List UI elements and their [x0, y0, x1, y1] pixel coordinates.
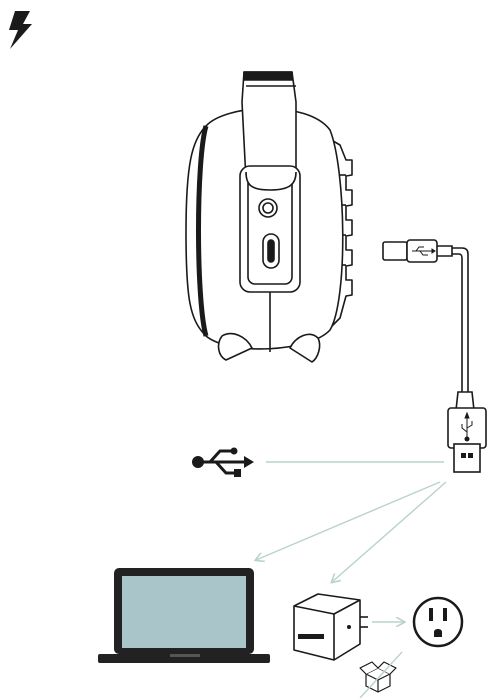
arrow-plug-to-adapter	[332, 481, 447, 582]
speaker-device	[185, 71, 353, 363]
connection-arrows	[256, 461, 447, 622]
speaker-foot-right	[289, 333, 321, 363]
aux-jack	[258, 198, 278, 218]
speaker-foot-left	[217, 332, 253, 361]
wall-outlet-icon	[412, 596, 464, 648]
plug-usb-glyph	[461, 411, 473, 442]
laptop-icon	[98, 568, 270, 663]
cable-usb-glyph	[412, 246, 436, 256]
usb-symbol-icon	[192, 447, 254, 477]
speaker-grill-edge	[196, 125, 209, 337]
usb-plug	[447, 407, 487, 473]
charging-bolt-icon	[9, 11, 32, 49]
arrow-plug-to-laptop	[256, 481, 441, 560]
wall-adapter-icon	[293, 593, 368, 661]
port-panel	[239, 165, 301, 293]
micro-usb-port	[262, 233, 280, 269]
not-included-box-icon	[359, 651, 403, 698]
micro-usb-cable	[382, 239, 475, 411]
